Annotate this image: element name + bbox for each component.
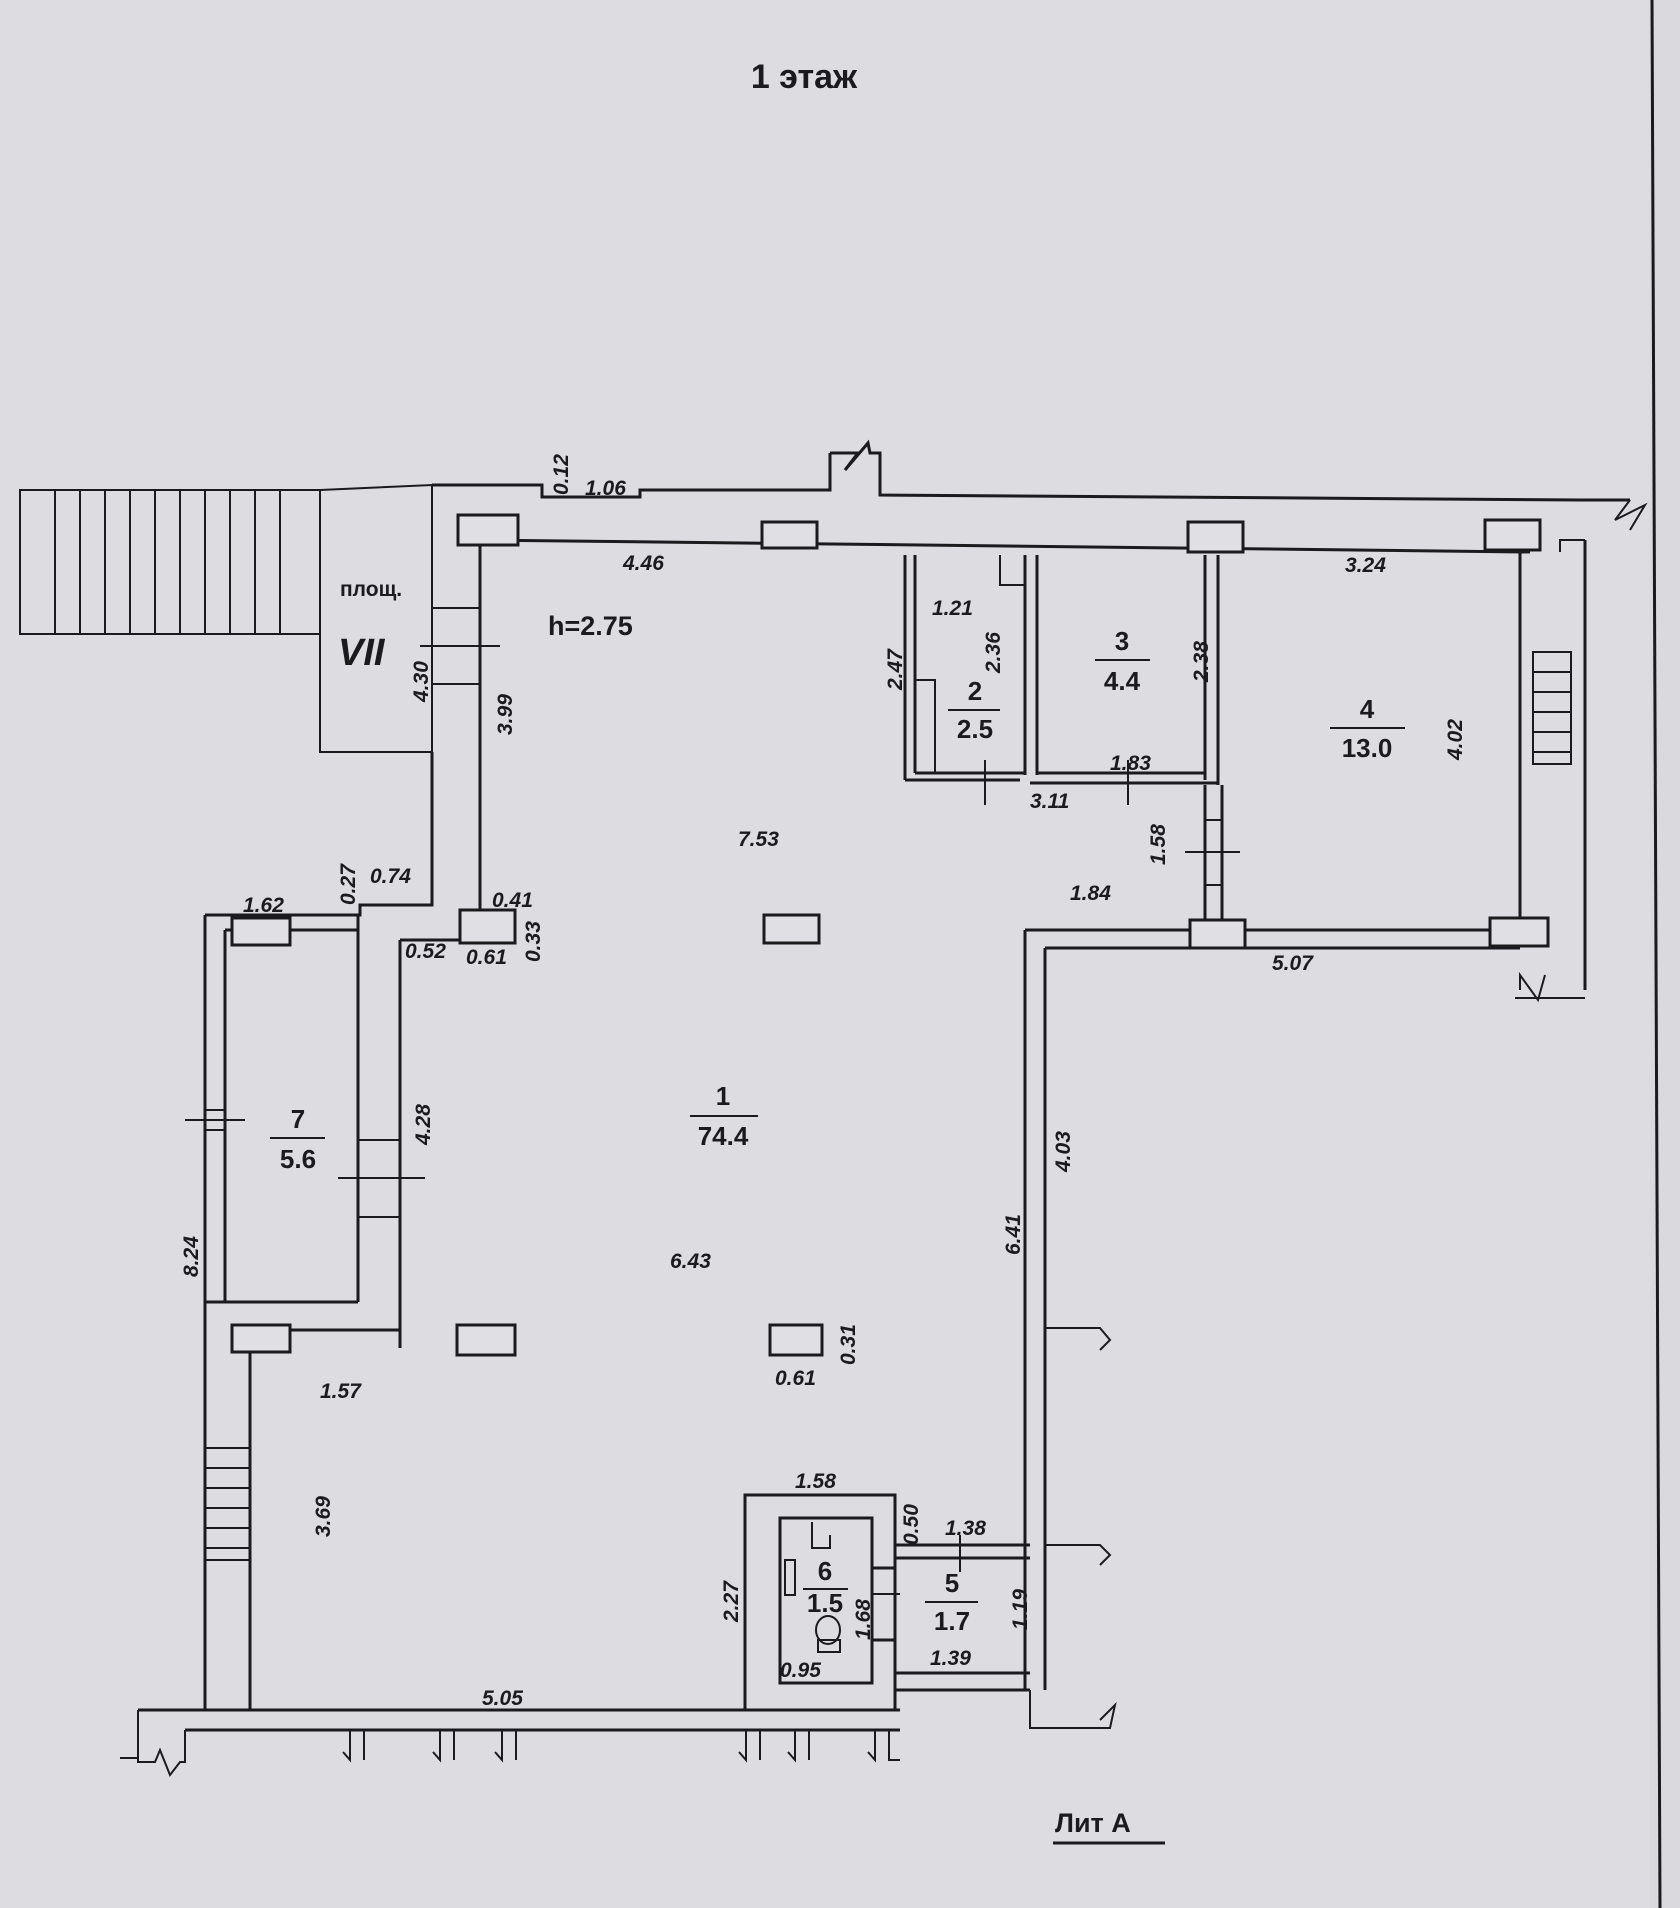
dim-label: 1.57 (320, 1380, 362, 1403)
rooms-5-6-walls (743, 1493, 1030, 1712)
dim-label: 8.24 (180, 1236, 203, 1277)
dim-label: 6.41 (1002, 1214, 1025, 1255)
room-area-2: 2.5 (957, 714, 993, 744)
dim-label: 3.24 (1345, 554, 1386, 577)
room-area-4: 13.0 (1342, 733, 1393, 763)
dim-label: 7.53 (738, 828, 779, 851)
dim-label: 0.31 (837, 1324, 860, 1365)
columns (230, 513, 1550, 1357)
dim-label: 0.27 (337, 863, 360, 905)
dim-label: 2.27 (720, 1580, 743, 1623)
dimension-labels-vertical: 0.12 2.36 2.47 2.38 4.02 4.30 3.99 1.58 … (180, 454, 1467, 1640)
dim-label: 1.21 (932, 597, 973, 620)
dim-label: 1.84 (1070, 882, 1111, 905)
room-number-4: 4 (1360, 694, 1375, 724)
dim-label: 0.61 (775, 1367, 816, 1390)
toilet-icon (815, 1615, 841, 1645)
window-left (204, 1447, 251, 1561)
dim-label: 1.58 (1147, 824, 1170, 865)
room-number-5: 5 (945, 1568, 959, 1598)
plan-title: 1 этаж (751, 58, 858, 96)
ceiling-height: h=2.75 (548, 611, 633, 641)
dim-label: 2.36 (982, 632, 1005, 674)
dim-label: 5.05 (482, 1687, 523, 1710)
room-area-5: 1.7 (934, 1606, 970, 1636)
dim-label: 3.11 (1030, 790, 1069, 813)
porch-number: VII (338, 632, 386, 674)
dim-label: 4.28 (412, 1104, 435, 1146)
bottom-wall-ticks (342, 1730, 900, 1763)
sheet-border-line (1650, 0, 1662, 1908)
shower-icon (811, 1522, 831, 1549)
room-label-5: 5 1.7 (925, 1568, 978, 1636)
porch-label: площ. (340, 578, 402, 601)
dim-label: 5.07 (1272, 952, 1314, 975)
dim-label: 1.38 (945, 1517, 986, 1540)
dim-label: 0.61 (466, 946, 507, 969)
room-area-6: 1.5 (807, 1588, 843, 1618)
room-label-2: 2 2.5 (948, 676, 1000, 744)
dim-label: 6.43 (670, 1250, 711, 1273)
dim-label: 3.69 (312, 1496, 335, 1537)
room-label-6: 6 1.5 (803, 1556, 848, 1618)
room-area-1: 74.4 (698, 1121, 749, 1151)
room-area-7: 5.6 (280, 1144, 316, 1174)
dim-label: 0.74 (370, 865, 411, 888)
dim-label: 2.38 (1190, 641, 1213, 683)
dim-label: 2.47 (884, 648, 907, 691)
dim-label: 4.46 (622, 552, 664, 575)
room-label-4: 4 13.0 (1330, 694, 1405, 763)
dim-label: 4.03 (1052, 1131, 1075, 1173)
dim-label: 0.41 (492, 889, 533, 912)
dimension-labels: 1.06 4.46 3.24 1.21 1.83 3.11 7.53 1.84 … (243, 477, 1386, 1710)
dim-label: 1.83 (1110, 752, 1151, 775)
room-number-6: 6 (818, 1556, 832, 1586)
dim-label: 3.99 (494, 694, 517, 735)
sink-icon (784, 1559, 796, 1596)
entrance-stairs (19, 489, 321, 635)
room-label-3: 3 4.4 (1095, 626, 1150, 696)
outer-walls (120, 439, 1648, 1778)
dim-label: 0.50 (900, 1504, 923, 1545)
dim-label: 0.52 (405, 940, 446, 963)
dim-label: 4.02 (1444, 719, 1467, 761)
dim-label: 4.30 (410, 661, 433, 703)
dim-label: 1.39 (930, 1647, 971, 1670)
dim-label: 1.06 (585, 477, 626, 500)
room-label-1: 1 74.4 (690, 1081, 758, 1151)
dim-label: 0.12 (550, 454, 573, 495)
rooms-2-3-walls (903, 555, 1240, 930)
dim-label: 0.95 (780, 1659, 821, 1682)
dim-label: 1.62 (243, 894, 284, 917)
room-area-3: 4.4 (1104, 666, 1141, 696)
window-right (1532, 651, 1572, 765)
dim-label: 0.33 (522, 921, 545, 962)
literal-label: Лит А (1055, 1808, 1131, 1838)
dim-label: 1.68 (852, 1599, 875, 1640)
room-number-2: 2 (968, 676, 982, 706)
dim-label: 1.19 (1009, 1589, 1032, 1630)
dim-label: 1.58 (795, 1470, 836, 1493)
room-number-3: 3 (1115, 626, 1129, 656)
room-number-1: 1 (716, 1081, 730, 1111)
room-number-7: 7 (291, 1104, 305, 1134)
room-label-7: 7 5.6 (270, 1104, 325, 1174)
